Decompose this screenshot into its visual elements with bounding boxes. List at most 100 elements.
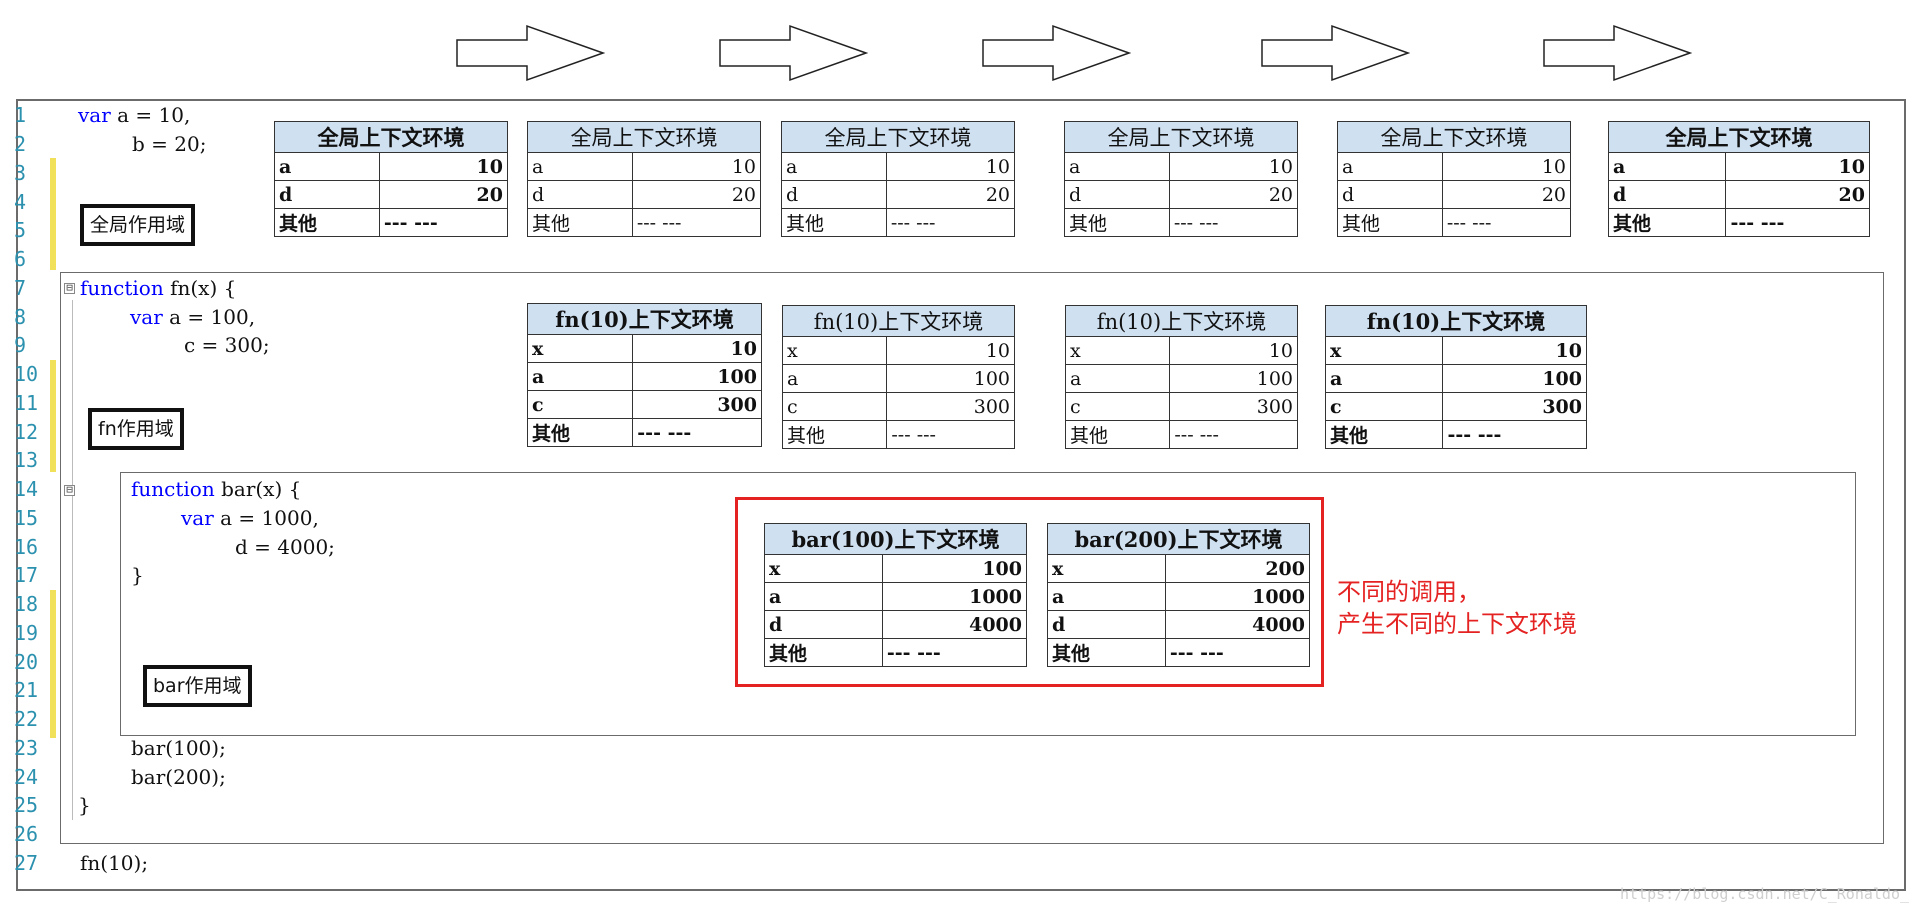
variable-value: 300	[1442, 392, 1587, 421]
variable-value: 20	[1168, 180, 1299, 209]
variable-name: a	[781, 364, 888, 393]
line-number: 23	[14, 736, 39, 760]
variable-value: 100	[1169, 364, 1298, 393]
context-row: 其他--- ---	[526, 418, 762, 447]
fold-toggle-icon[interactable]: ⊟	[64, 484, 75, 496]
line-number: 13	[14, 448, 39, 472]
context-title: fn(10)上下文环境	[782, 305, 1015, 337]
variable-value: --- ---	[631, 208, 762, 237]
watermark: https://blog.csdn.net/C_Ronaldo_	[1620, 885, 1909, 903]
line-number: 27	[14, 851, 39, 875]
variable-name: d	[764, 610, 883, 639]
variable-value: 10	[631, 152, 762, 181]
keyword: var	[130, 305, 163, 329]
variable-name: 其他	[1064, 420, 1171, 449]
variable-name: a	[1337, 152, 1443, 181]
variable-value: --- ---	[1169, 420, 1298, 449]
line-number: 22	[14, 707, 39, 731]
variable-value: 10	[1168, 152, 1299, 181]
fn-scope-label: fn作用域	[88, 408, 184, 450]
context-title: 全局上下文环境	[1608, 121, 1870, 153]
variable-value: 4000	[1164, 610, 1311, 639]
line-number: 18	[14, 592, 39, 616]
variable-name: 其他	[1047, 638, 1166, 667]
variable-name: a	[1064, 152, 1170, 181]
context-row: 其他--- ---	[764, 638, 1028, 667]
variable-name: 其他	[1324, 420, 1444, 449]
code-line-17: }	[131, 563, 144, 587]
variable-value: 10	[1441, 152, 1572, 181]
variable-value: 20	[378, 180, 509, 209]
fold-guide	[72, 300, 73, 820]
variable-name: a	[1607, 152, 1727, 181]
code-text: a = 10,	[110, 103, 191, 127]
variable-name: c	[1064, 392, 1171, 421]
context-title: fn(10)上下文环境	[1325, 305, 1587, 337]
variable-value: 10	[1169, 336, 1298, 365]
bar-scope-label: bar作用域	[143, 665, 252, 707]
variable-value: 10	[632, 334, 762, 363]
variable-name: 其他	[781, 420, 888, 449]
variable-name: d	[527, 180, 633, 209]
annotation-note: 不同的调用， 产生不同的上下文环境	[1337, 576, 1577, 640]
variable-name: c	[526, 390, 634, 419]
context-row: 其他--- ---	[1337, 208, 1572, 237]
variable-value: 1000	[1164, 582, 1311, 611]
context-title: 全局上下文环境	[527, 121, 761, 153]
context-title: 全局上下文环境	[1337, 121, 1571, 153]
flow-arrow-3	[981, 24, 1131, 82]
code-line-15: var a = 1000,	[181, 504, 319, 532]
code-text: fn(x) {	[163, 276, 237, 300]
variable-value: 100	[886, 364, 1015, 393]
code-text: a = 100,	[162, 305, 256, 329]
context-title: fn(10)上下文环境	[1065, 305, 1298, 337]
variable-name: 其他	[1064, 208, 1170, 237]
code-line-1: var a = 10,	[78, 101, 190, 129]
line-number: 26	[14, 822, 39, 846]
code-line-7: function fn(x) {	[80, 274, 236, 302]
variable-value: 100	[1442, 364, 1587, 393]
bar-contexts-highlight	[735, 497, 1324, 687]
bar-scope-panel	[120, 472, 1856, 736]
code-line-8: var a = 100,	[130, 303, 255, 331]
flow-arrow-1	[455, 24, 605, 82]
line-number: 1	[14, 103, 27, 127]
fold-toggle-icon[interactable]: ⊟	[64, 282, 75, 294]
variable-name: 其他	[274, 208, 380, 237]
variable-name: c	[1324, 392, 1444, 421]
context-title: 全局上下文环境	[781, 121, 1015, 153]
variable-value: 300	[632, 390, 762, 419]
variable-name: a	[1064, 364, 1171, 393]
line-number: 19	[14, 621, 39, 645]
line-number: 21	[14, 678, 39, 702]
variable-name: x	[1064, 336, 1171, 365]
keyword: function	[80, 276, 164, 300]
keyword: function	[131, 477, 215, 501]
variable-value: 20	[1725, 180, 1870, 209]
global-scope-panel	[16, 99, 1906, 891]
flow-arrow-4	[1260, 24, 1410, 82]
code-text: a = 1000,	[213, 506, 319, 530]
variable-value: 20	[885, 180, 1016, 209]
line-number: 6	[14, 247, 27, 271]
